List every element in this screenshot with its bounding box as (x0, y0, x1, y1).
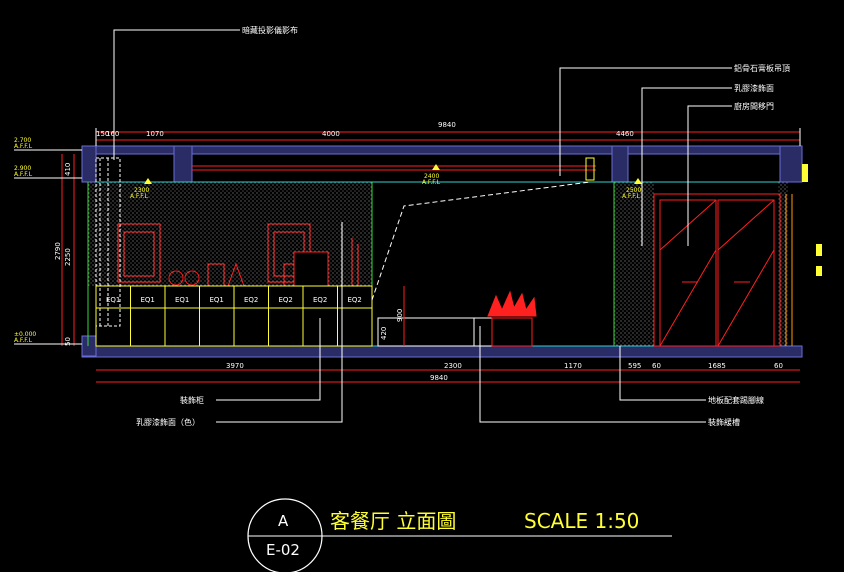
cabinet-label: EQ1 (141, 296, 155, 304)
callout-latex-colored: 乳膠漆飾面（色） (136, 417, 200, 427)
dim-left-2: 2250 (64, 248, 72, 266)
dim-top-total: 9840 (438, 121, 456, 129)
floor-drop-left (81, 335, 97, 357)
wall-frame-left (117, 223, 161, 283)
floor-slab (81, 345, 803, 358)
plant-box (491, 317, 533, 347)
dim-top-2: 1070 (146, 130, 164, 138)
cabinet-label: EQ1 (210, 296, 224, 304)
level-0-value: 2.700 (14, 137, 31, 144)
dim-bottom-0: 3970 (226, 362, 244, 370)
dim-bottom-3: 595 (628, 362, 641, 370)
cabinet-label: EQ2 (244, 296, 258, 304)
plant (487, 290, 537, 317)
cabinet-label: EQ1 (106, 296, 120, 304)
cabinet-label: EQ1 (175, 296, 189, 304)
wall-hatch-far (778, 182, 788, 346)
cabinet-label: EQ2 (313, 296, 327, 304)
low-bench (403, 317, 475, 347)
drawing-title: 客餐厅 立面圖 (330, 509, 456, 533)
cabinet-label-group: EQ1 EQ1 EQ1 EQ1 EQ2 EQ2 EQ2 EQ2 (106, 296, 362, 304)
dim-bottom-2: 1170 (564, 362, 582, 370)
kitchen-door-frame (653, 193, 781, 347)
dim-bottom-5: 1685 (708, 362, 726, 370)
ceiling-drop-left (81, 145, 97, 183)
dim-top-4: 4460 (616, 130, 634, 138)
dim-top-0: 150 (96, 130, 109, 138)
dim-left-0: 410 (64, 163, 72, 176)
drawing-scale: SCALE 1:50 (524, 509, 639, 533)
callout-kitchen-door: 廚房間移門 (734, 101, 774, 111)
dim-left-3: 50 (64, 337, 72, 346)
dim-top-1: 160 (106, 130, 119, 138)
ceiling-drop-2 (611, 145, 629, 183)
callout-cabinet: 裝飾柜 (180, 395, 204, 405)
ceiling-drop-1 (173, 145, 193, 183)
dim-bottom-1: 2300 (444, 362, 462, 370)
dim-bottom-4: 60 (652, 362, 661, 370)
tv-set (293, 251, 329, 287)
marker-sheet: E-02 (266, 541, 300, 559)
callout-decor-trough: 裝飾緩槽 (708, 417, 740, 427)
ceiling-mark-1-value: 2400 (424, 173, 439, 180)
ceiling-mark-0-value: 2300 (134, 187, 149, 194)
callout-latex-finish: 乳膠漆飾面 (734, 83, 774, 93)
marker-letter: A (278, 512, 289, 530)
ceiling-drop-right (779, 145, 803, 183)
callout-projector: 暗藏投影儀影布 (242, 25, 298, 35)
callout-gypsum-ceiling: 鋁骨石膏板吊頂 (734, 63, 790, 73)
level-1-value: 2.900 (14, 165, 31, 172)
level-0-label: A.F.F.L (14, 143, 33, 150)
callout-baseboard: 地板配套踢腳線 (708, 395, 764, 405)
level-2-value: ±0.000 (14, 331, 36, 338)
ceiling-mark-1-label: A.F.F.L (422, 179, 441, 186)
cabinet-label: EQ2 (279, 296, 293, 304)
cabinet-label: EQ2 (348, 296, 362, 304)
dim-bottom-total: 9840 (430, 374, 448, 382)
level-2-label: A.F.F.L (14, 337, 33, 344)
ceiling-mark-2-label: A.F.F.L (622, 193, 641, 200)
ceiling-mark-0-label: A.F.F.L (130, 193, 149, 200)
dim-mid: 900 (396, 309, 404, 322)
dim-left-1: 2790 (54, 242, 62, 260)
dim-step: 420 (380, 327, 388, 340)
dim-top-3: 4000 (322, 130, 340, 138)
ceiling-mark-2-value: 2500 (626, 187, 641, 194)
wall-hatch-right (614, 182, 654, 346)
dim-bottom-6: 60 (774, 362, 783, 370)
level-1-label: A.F.F.L (14, 171, 33, 178)
